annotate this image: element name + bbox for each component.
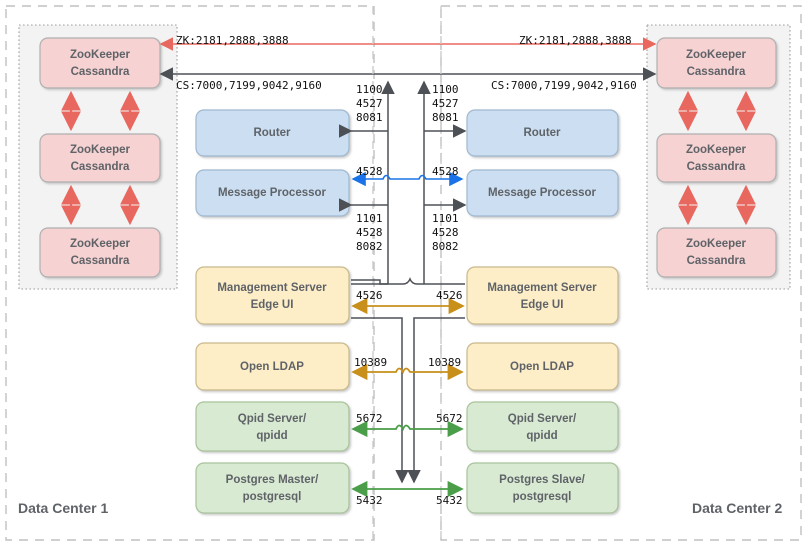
dc1-zk-node-1-line1: ZooKeeper	[70, 49, 131, 61]
router-left-port-2: 4527	[356, 97, 383, 110]
dc1-zk-node-3-line1: ZooKeeper	[70, 238, 131, 250]
dc2-zk-node-3[interactable]: ZooKeeper Cassandra	[656, 227, 777, 278]
dc1-management-server-line2: Edge UI	[251, 299, 294, 311]
cs-port-label-right: CS:7000,7199,9042,9160	[491, 79, 637, 92]
dc1-zk-node-1-line2: Cassandra	[71, 66, 130, 78]
mp-crossdc-link	[351, 171, 464, 187]
dc1-label: Data Center 1	[18, 500, 108, 516]
dc2-label: Data Center 2	[692, 500, 782, 516]
dc1-zk-node-2-line2: Cassandra	[71, 161, 130, 173]
dc2-open-ldap-box[interactable]: Open LDAP	[466, 342, 619, 391]
mp-right-port-top: 4528	[432, 165, 459, 178]
ldap-right-port: 10389	[428, 356, 461, 369]
dc2-postgres-line1: Postgres Slave/	[499, 474, 585, 486]
dc2-qpid-line2: qpidd	[526, 430, 557, 442]
mp-right-port-3: 8082	[432, 240, 459, 253]
mgmt-left-port: 4526	[356, 289, 383, 302]
dc1-frame	[5, 5, 375, 541]
dc1-postgres-box[interactable]: Postgres Master/ postgresql	[195, 462, 350, 514]
router-left-port-1: 1100	[356, 83, 383, 96]
dc2-zk-node-1-line2: Cassandra	[687, 66, 746, 78]
qpid-left-port: 5672	[356, 412, 383, 425]
dc1-zk-node-3[interactable]: ZooKeeper Cassandra	[39, 227, 161, 278]
dc2-management-server-line1: Management Server	[487, 282, 597, 294]
dc2-message-processor-label: Message Processor	[488, 187, 597, 199]
dc1-postgres-line1: Postgres Master/	[226, 474, 319, 486]
mp-right-port-1: 1101	[432, 212, 459, 225]
dc2-zk-node-1[interactable]: ZooKeeper Cassandra	[656, 37, 777, 89]
dc2-zk-node-2-line2: Cassandra	[687, 161, 746, 173]
dc1-management-server-line1: Management Server	[217, 282, 327, 294]
mp-right-port-2: 4528	[432, 226, 459, 239]
dc2-router-label: Router	[523, 127, 561, 139]
dc1-zk-node-1[interactable]: ZooKeeper Cassandra	[39, 37, 161, 89]
mp-left-port-2: 4528	[356, 226, 383, 239]
mp-left-port-top: 4528	[356, 165, 383, 178]
zk-port-label-right: ZK:2181,2888,3888	[519, 34, 632, 47]
dc2-management-server-line2: Edge UI	[521, 299, 564, 311]
postgres-left-port: 5432	[356, 494, 383, 507]
mp-left-port-3: 8082	[356, 240, 383, 253]
mgmt-left-down-trunk	[351, 317, 409, 484]
dc1-postgres-line2: postgresql	[243, 491, 302, 503]
dc2-zk-node-2[interactable]: ZooKeeper Cassandra	[656, 133, 777, 183]
mgmt-right-down-trunk	[407, 317, 465, 484]
dc2-zk-node-3-line1: ZooKeeper	[686, 238, 747, 250]
dc1-router-label: Router	[253, 127, 291, 139]
ldap-crossdc-link	[351, 363, 464, 381]
router-right-port-2: 4527	[432, 97, 459, 110]
dc2-zk-node-1-line1: ZooKeeper	[686, 49, 747, 61]
cs-port-label-left: CS:7000,7199,9042,9160	[176, 79, 322, 92]
qpid-crossdc-link	[351, 420, 464, 438]
mp-left-port-1: 1101	[356, 212, 383, 225]
dc2-zk-node-2-line1: ZooKeeper	[686, 144, 747, 156]
dc1-router-box[interactable]: Router	[195, 109, 350, 157]
dc2-management-server-box[interactable]: Management Server Edge UI	[466, 266, 619, 325]
ldap-left-port: 10389	[354, 356, 387, 369]
zk-port-label-left: ZK:2181,2888,3888	[176, 34, 289, 47]
dc2-open-ldap-label: Open LDAP	[510, 361, 574, 373]
dc1-qpid-line1: Qpid Server/	[238, 413, 307, 425]
dc2-message-processor-box[interactable]: Message Processor	[466, 169, 619, 217]
router-left-port-3: 8081	[356, 111, 383, 124]
router-right-port-1: 1100	[432, 83, 459, 96]
mgmt-right-port: 4526	[436, 289, 463, 302]
dc2-qpid-box[interactable]: Qpid Server/ qpidd	[466, 401, 619, 452]
qpid-right-port: 5672	[436, 412, 463, 425]
router-right-port-3: 8081	[432, 111, 459, 124]
dc2-zk-node-3-line2: Cassandra	[687, 255, 746, 267]
trunk-right-to-mgmt	[351, 276, 424, 285]
dc2-postgres-line2: postgresql	[513, 491, 572, 503]
dc1-zk-node-2-line1: ZooKeeper	[70, 144, 131, 156]
postgres-right-port: 5432	[436, 494, 463, 507]
dc1-message-processor-box[interactable]: Message Processor	[195, 169, 350, 217]
dc2-postgres-box[interactable]: Postgres Slave/ postgresql	[466, 462, 619, 514]
dc1-zk-node-2[interactable]: ZooKeeper Cassandra	[39, 133, 161, 183]
dc1-qpid-box[interactable]: Qpid Server/ qpidd	[195, 401, 350, 452]
dc1-message-processor-label: Message Processor	[218, 187, 327, 199]
dc2-qpid-line1: Qpid Server/	[508, 413, 577, 425]
dc1-management-server-box[interactable]: Management Server Edge UI	[195, 266, 350, 325]
dc2-router-box[interactable]: Router	[466, 109, 619, 157]
dc1-open-ldap-box[interactable]: Open LDAP	[195, 342, 350, 391]
dc1-qpid-line2: qpidd	[256, 430, 287, 442]
dc1-open-ldap-label: Open LDAP	[240, 361, 304, 373]
dc2-frame	[440, 5, 802, 541]
dc1-zk-node-3-line2: Cassandra	[71, 255, 130, 267]
